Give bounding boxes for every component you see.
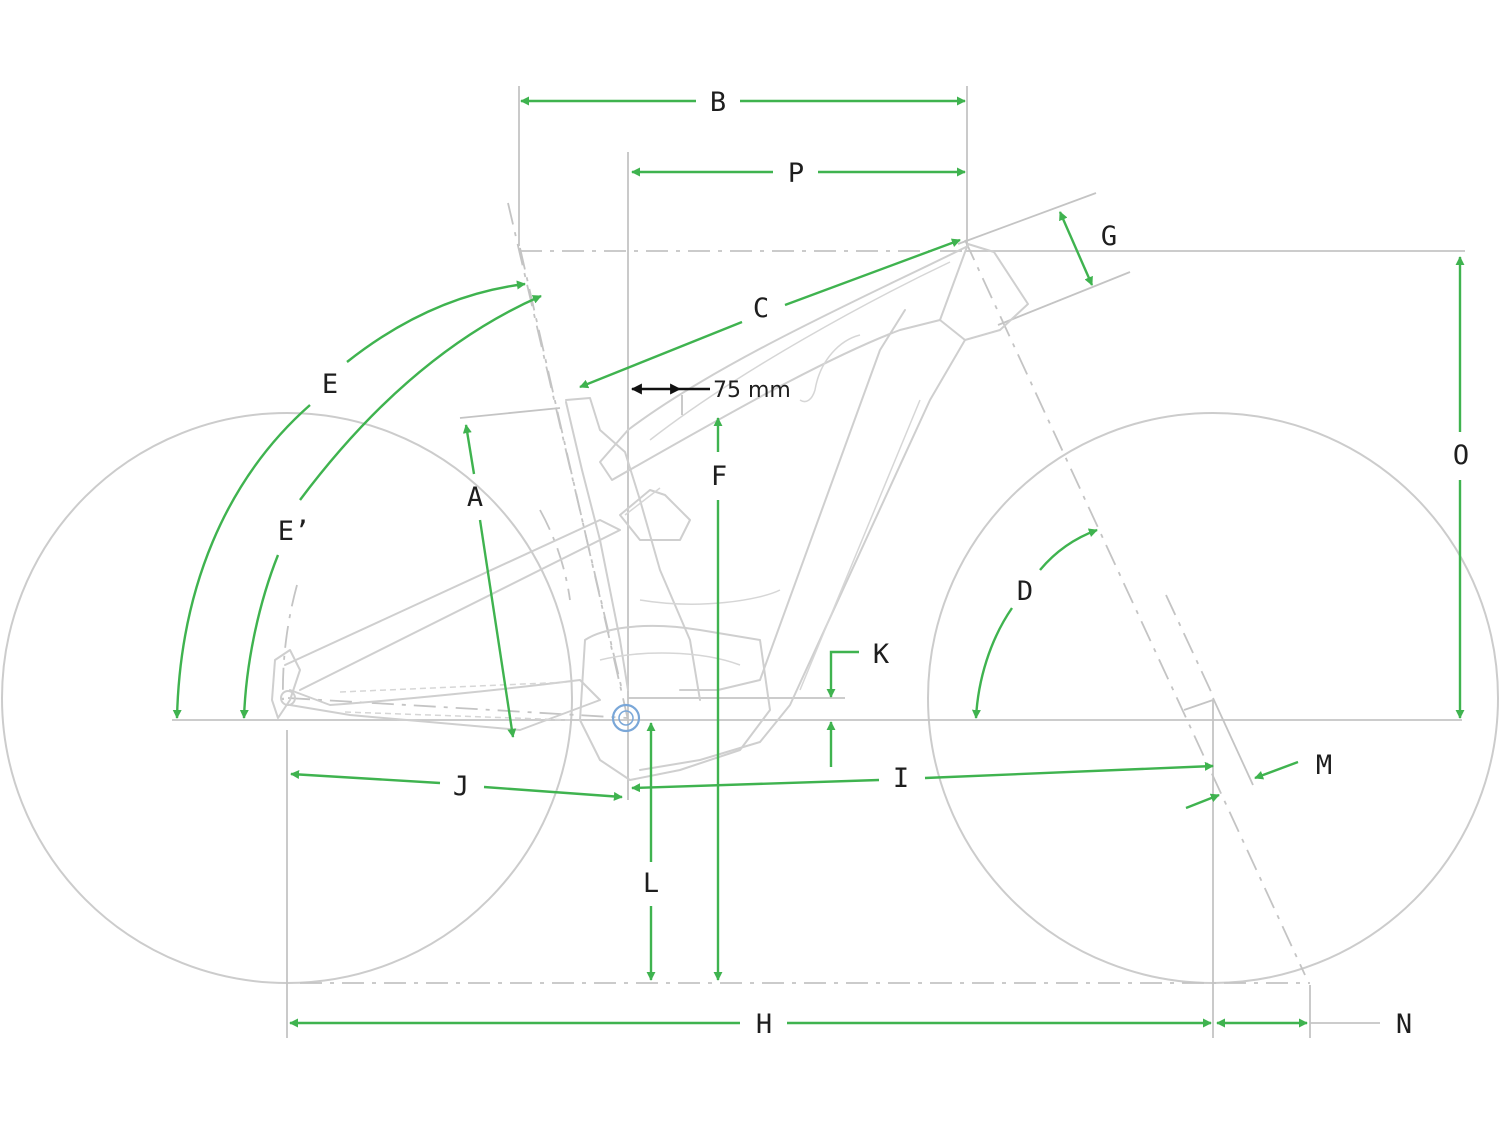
label-n: N bbox=[1396, 1009, 1412, 1040]
steering-axis bbox=[964, 239, 1306, 976]
top-tube-detail bbox=[649, 261, 951, 441]
chain-top bbox=[339, 681, 571, 693]
effective-seat-axis bbox=[519, 247, 629, 721]
label-p: P bbox=[788, 158, 804, 189]
offset-annotation: 75 mm bbox=[630, 378, 791, 415]
label-l: L bbox=[643, 868, 659, 899]
label-o: O bbox=[1453, 440, 1469, 471]
dim-e-upper bbox=[346, 280, 526, 363]
rear-dropout bbox=[271, 649, 301, 719]
label-e: E bbox=[322, 369, 338, 400]
dim-m-right bbox=[1254, 760, 1299, 780]
fork-offset-ref bbox=[1212, 697, 1254, 786]
bottom-bracket-inner bbox=[618, 710, 634, 726]
chain-bottom bbox=[344, 711, 571, 721]
label-j: J bbox=[453, 771, 469, 802]
dim-i-right bbox=[924, 761, 1214, 780]
dim-e-prime-lower bbox=[239, 554, 280, 719]
dim-c-upper bbox=[784, 238, 961, 307]
dim-g bbox=[1058, 211, 1094, 286]
label-c: C bbox=[753, 293, 769, 324]
dim-j-right bbox=[483, 785, 623, 801]
dim-a-bottom bbox=[478, 519, 517, 738]
rear-axle bbox=[280, 690, 296, 706]
head-tube bbox=[939, 243, 1029, 341]
down-tube-front bbox=[639, 339, 966, 771]
label-k: K bbox=[873, 639, 890, 670]
fork-offset-tick bbox=[1183, 699, 1214, 711]
link-detail bbox=[639, 589, 781, 605]
label-e-prime: E’ bbox=[278, 516, 311, 547]
label-m: M bbox=[1316, 750, 1332, 781]
top-tube bbox=[599, 245, 969, 481]
dim-j-left bbox=[290, 769, 441, 785]
rear-angle-arc bbox=[282, 584, 298, 701]
fork-offset-axis bbox=[1165, 594, 1215, 699]
label-a: A bbox=[467, 482, 483, 513]
dim-d-lower bbox=[971, 607, 1013, 719]
seat-stay bbox=[284, 519, 621, 691]
label-h: H bbox=[756, 1009, 772, 1040]
label-d: D bbox=[1017, 576, 1033, 607]
dim-d-upper bbox=[1039, 528, 1098, 571]
down-tube-rear bbox=[679, 309, 906, 691]
chain-stay bbox=[289, 679, 601, 731]
dim-e-prime-upper bbox=[299, 294, 542, 501]
dim-k-top bbox=[826, 650, 859, 698]
seat-angle-arc bbox=[539, 509, 571, 601]
motor-detail bbox=[599, 652, 741, 666]
dimension-lines bbox=[172, 96, 1465, 1028]
dimension-labels: B P G C E E’ A F O D K M I J L H N bbox=[278, 87, 1469, 1040]
reference-lines bbox=[172, 86, 1465, 1038]
dim-i-left bbox=[631, 778, 880, 793]
label-i: I bbox=[893, 763, 909, 794]
chainstay-axis bbox=[287, 697, 629, 719]
offset-label: 75 mm bbox=[713, 378, 791, 403]
shock-window bbox=[799, 334, 861, 403]
label-g: G bbox=[1101, 221, 1117, 252]
bottom-bracket bbox=[611, 703, 641, 733]
dim-m-left bbox=[1185, 793, 1220, 810]
dim-a-top bbox=[462, 424, 476, 475]
dim-c-lower bbox=[579, 320, 743, 389]
head-tube-ref-top bbox=[957, 192, 1097, 245]
bike-frame bbox=[271, 243, 1029, 781]
shock-body bbox=[624, 487, 661, 516]
label-f: F bbox=[711, 461, 727, 492]
dim-e-lower bbox=[172, 404, 311, 719]
battery-edge bbox=[799, 399, 921, 691]
head-tube-ref-bottom bbox=[997, 271, 1131, 326]
rocker-link bbox=[619, 489, 691, 541]
label-b: B bbox=[710, 87, 726, 118]
motor-housing bbox=[579, 624, 771, 781]
seat-tube-top-ref bbox=[459, 407, 561, 419]
